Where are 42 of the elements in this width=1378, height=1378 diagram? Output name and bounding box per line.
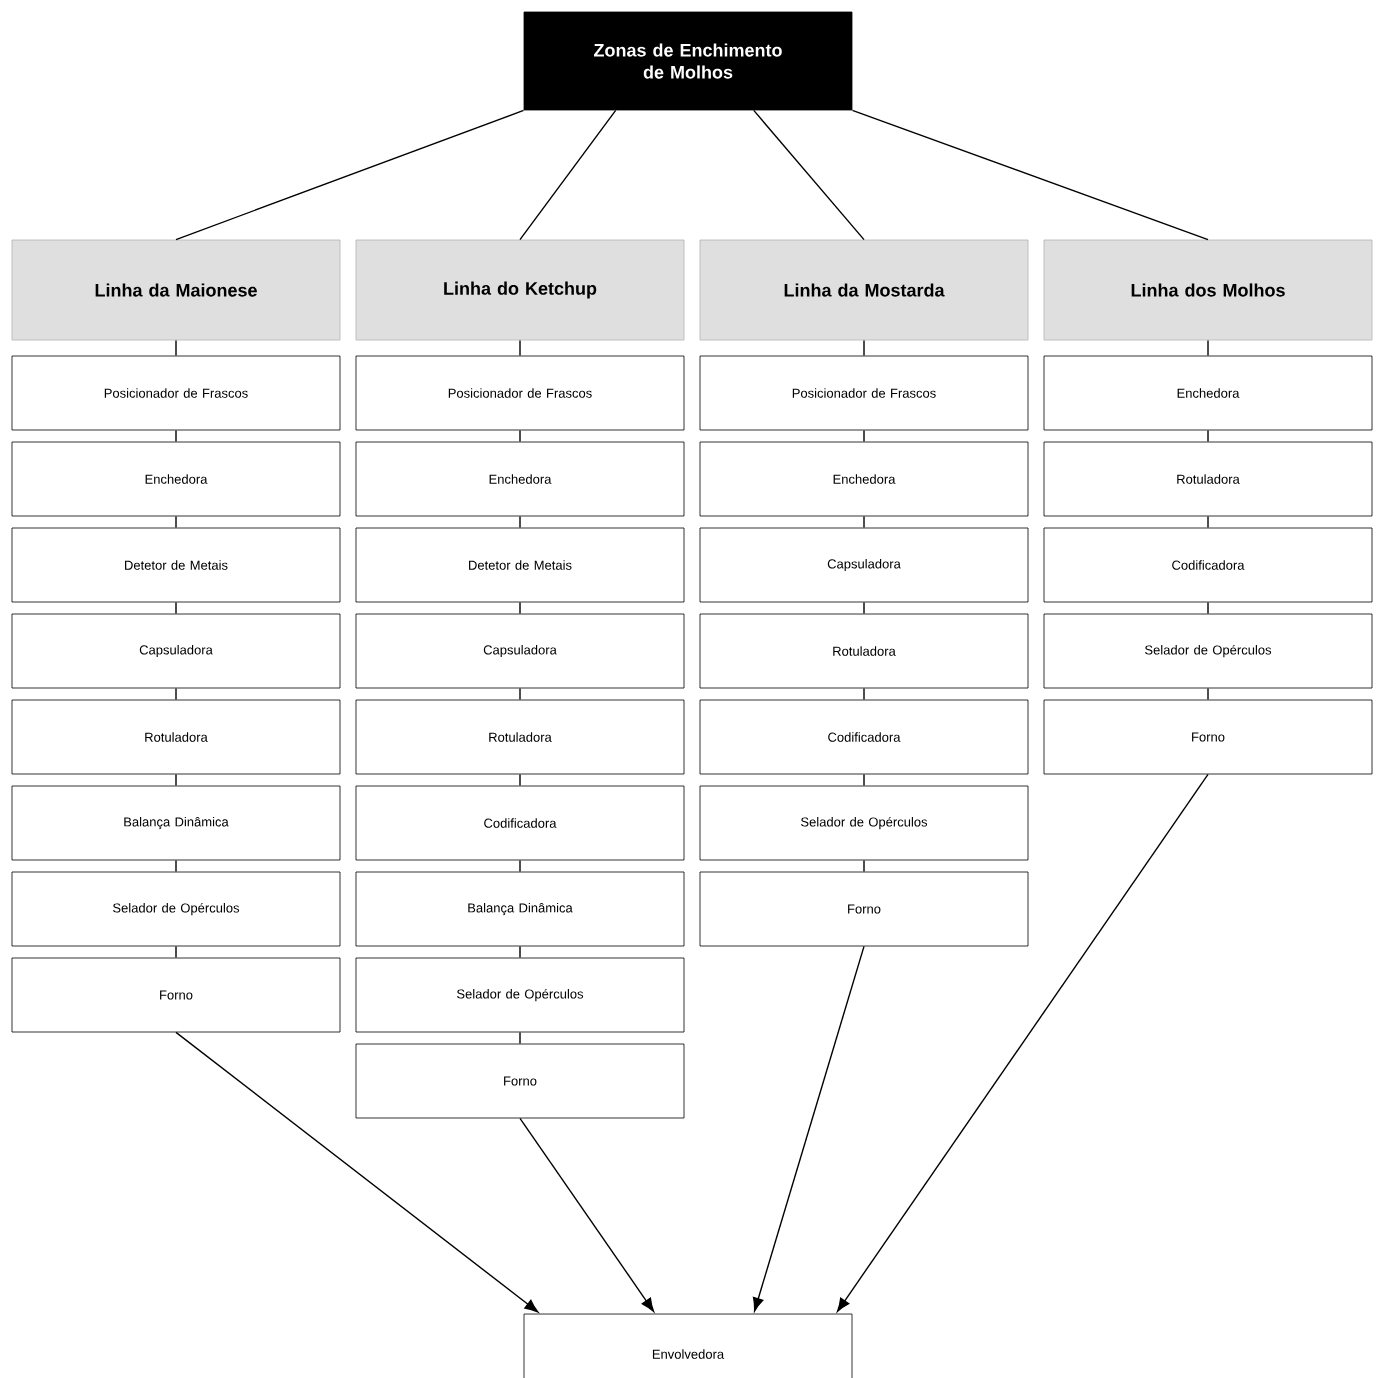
arrow (752, 945, 865, 1312)
connector-line (1207, 339, 1209, 357)
arrow (519, 1117, 655, 1312)
connector-line (753, 109, 865, 241)
line-header-box: Linha da Maionese (11, 239, 341, 341)
connector-line (519, 859, 521, 873)
arrow (175, 1031, 539, 1313)
connector-line (1207, 601, 1209, 615)
connector-line (519, 515, 521, 529)
connector-line (863, 601, 865, 615)
connector-line (1207, 515, 1209, 529)
connector-line (519, 1031, 521, 1045)
connector-line (175, 859, 177, 873)
connector-line (519, 109, 617, 241)
connector-line (1207, 687, 1209, 701)
connector-line (1207, 429, 1209, 443)
connector-line (175, 109, 525, 241)
connector-line (519, 601, 521, 615)
connector-line (175, 601, 177, 615)
connector-line (863, 773, 865, 787)
connector-line (519, 429, 521, 443)
line-header-box: Linha da Mostarda (699, 239, 1029, 341)
connector-line (863, 687, 865, 701)
connector-line (175, 687, 177, 701)
connector-line (851, 109, 1209, 241)
connector-line (175, 515, 177, 529)
connector-line (519, 687, 521, 701)
title-box: Zonas de Enchimento de Molhos (523, 11, 853, 111)
connector-line (175, 339, 177, 357)
connector-line (519, 339, 521, 357)
connector-line (863, 429, 865, 443)
connector-line (519, 945, 521, 959)
connector-line (863, 339, 865, 357)
connector-line (175, 429, 177, 443)
arrow (836, 773, 1209, 1312)
line-header-box: Linha do Ketchup (355, 239, 685, 341)
connector-line (863, 859, 865, 873)
connector-line (519, 773, 521, 787)
line-header-box: Linha dos Molhos (1043, 239, 1373, 341)
connector-line (863, 515, 865, 529)
connector-line (175, 773, 177, 787)
connector-line (175, 945, 177, 959)
